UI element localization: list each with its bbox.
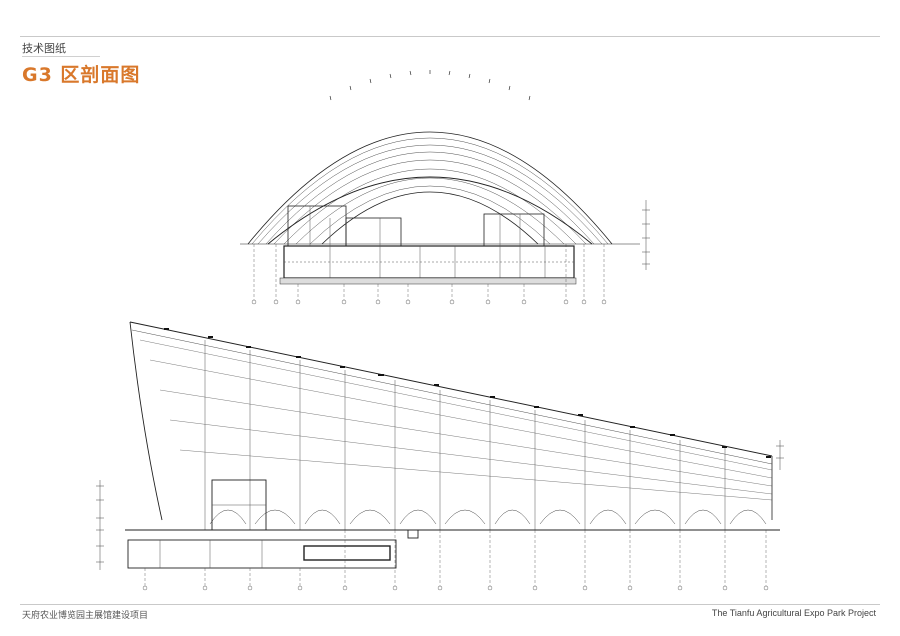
project-name-en: The Tianfu Agricultural Expo Park Projec… bbox=[711, 608, 876, 618]
header-rule bbox=[20, 36, 880, 37]
page-title: G3 区剖面图 bbox=[22, 64, 141, 86]
project-name-cn: 天府农业博览园主展馆建设项目 bbox=[22, 611, 149, 621]
footer-rule bbox=[20, 604, 880, 605]
section-subtitle: 技术图纸 bbox=[22, 42, 66, 55]
subtitle-underline bbox=[22, 56, 100, 57]
